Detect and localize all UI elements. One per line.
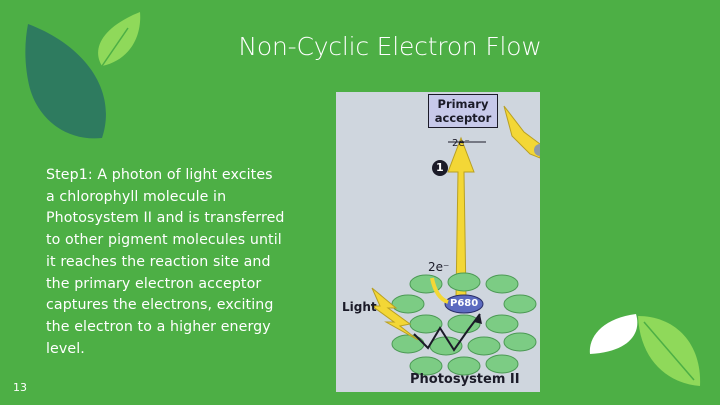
arrow-to-next-icon — [503, 105, 540, 159]
step-number-badge — [432, 160, 448, 176]
light-label: Light — [342, 300, 377, 314]
reaction-center-label: P680 — [450, 298, 479, 309]
photosystem-label: Photosystem II — [410, 372, 520, 387]
slide-body-text: Step1: A photon of light excites a chlor… — [46, 167, 285, 357]
dark-leaf-icon — [25, 24, 106, 139]
next-carrier-icon — [534, 144, 540, 156]
slide-title: Non-Cyclic Electron Flow — [238, 32, 542, 61]
page-number: 13 — [13, 381, 27, 394]
white-leaf-icon — [589, 314, 638, 354]
electron-label-mid: 2e⁻ — [428, 260, 450, 274]
energy-arrow-icon — [430, 277, 449, 304]
electron-label-top: 2e⁻ — [452, 138, 470, 149]
primary-acceptor-box: Primary acceptor — [428, 94, 498, 128]
photosystem-diagram: Primary acceptor 2e⁻ 1 2e⁻ Light P680 Ph… — [336, 92, 540, 392]
step-number-text: 1 — [436, 161, 444, 174]
light-bolt-icon — [370, 287, 419, 341]
chlorophyll-cluster-icon — [391, 272, 537, 376]
diagram-graphics — [370, 105, 540, 376]
primary-acceptor-line1: Primary — [437, 97, 489, 111]
reaction-center-icon — [444, 294, 484, 314]
energy-transfer-path-icon — [413, 313, 481, 352]
light-leaf-icon — [98, 12, 141, 67]
green-leaf-icon — [638, 316, 701, 386]
primary-acceptor-line2: acceptor — [434, 111, 492, 125]
